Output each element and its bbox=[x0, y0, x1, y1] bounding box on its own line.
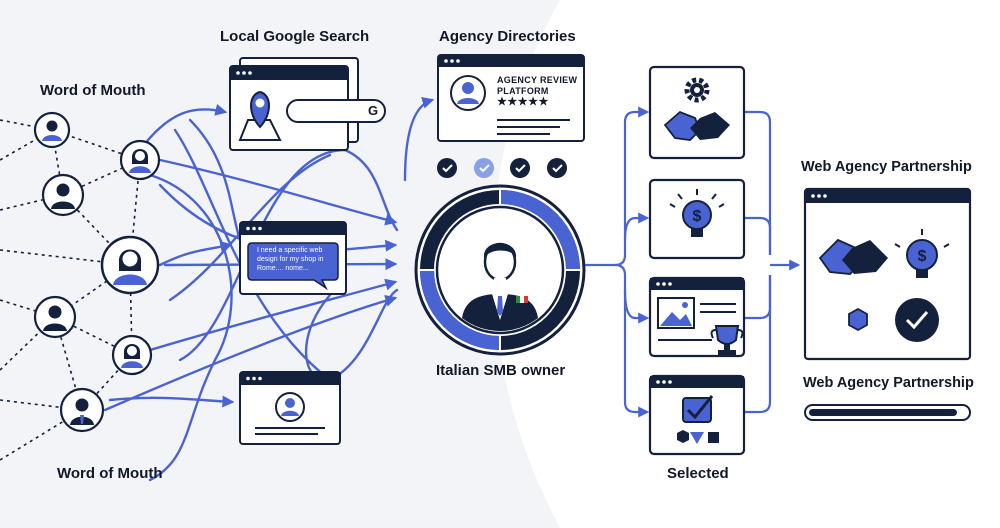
trophy-icon bbox=[710, 325, 744, 355]
check-circle-icon bbox=[895, 298, 939, 342]
hexagon-icon bbox=[848, 307, 868, 332]
businessman-avatar-icon bbox=[462, 242, 538, 332]
check-icon-3 bbox=[510, 158, 530, 178]
selected-label: Selected bbox=[667, 465, 729, 482]
italian-smb-owner-label: Italian SMB owner bbox=[436, 362, 566, 379]
card-idea: $ bbox=[648, 178, 746, 260]
local-search-window bbox=[229, 57, 359, 151]
person-node-4 bbox=[33, 295, 77, 339]
person-node-center bbox=[100, 235, 160, 295]
word-of-mouth-label-bottom: Word of Mouth bbox=[57, 465, 163, 482]
directory-card bbox=[437, 54, 585, 142]
profile-avatar-icon bbox=[275, 392, 305, 422]
card-selected bbox=[648, 374, 746, 456]
card-portfolio bbox=[648, 276, 746, 358]
web-agency-partnership-label-top: Web Agency Partnership bbox=[801, 159, 972, 175]
agency-directories-label: Agency Directories bbox=[439, 28, 576, 45]
person-node-1 bbox=[33, 111, 71, 149]
branch-lines bbox=[585, 106, 801, 418]
svg-text:$: $ bbox=[918, 248, 927, 265]
person-node-5 bbox=[111, 334, 153, 376]
word-of-mouth-label-top: Word of Mouth bbox=[40, 82, 146, 99]
progress-bar bbox=[804, 404, 971, 421]
check-icon-2 bbox=[474, 158, 494, 178]
check-badges bbox=[437, 158, 567, 178]
check-icon-1 bbox=[437, 158, 457, 178]
shapes-icon bbox=[677, 430, 719, 444]
image-placeholder-icon bbox=[657, 297, 695, 329]
chat-line-3: Rome.... nome... bbox=[257, 265, 309, 272]
person-node-6 bbox=[59, 387, 105, 433]
lightbulb-dollar-icon: $ bbox=[669, 189, 725, 237]
handshake-icon bbox=[663, 110, 730, 141]
web-agency-partnership-label-bottom: Web Agency Partnership bbox=[803, 375, 974, 391]
directory-title-line2: PLATFORM bbox=[497, 86, 549, 96]
directory-title-line1: AGENCY REVIEW bbox=[497, 75, 578, 85]
search-g-icon: G bbox=[368, 103, 379, 118]
chat-line-2: design for my shop in bbox=[257, 256, 324, 263]
smb-owner-ring bbox=[414, 184, 586, 356]
person-nodes bbox=[33, 111, 161, 433]
chat-window bbox=[239, 221, 347, 295]
chat-line-1: I need a specific web bbox=[257, 247, 323, 254]
partnership-lightbulb-icon: $ bbox=[894, 229, 950, 278]
svg-text:$: $ bbox=[693, 208, 702, 225]
directory-rating-stars: ★★★★★ bbox=[497, 96, 549, 108]
flow-curves bbox=[103, 96, 435, 482]
map-pin-icon bbox=[238, 119, 282, 141]
person-node-3 bbox=[41, 173, 85, 217]
gear-icon bbox=[684, 77, 710, 103]
card-handshake bbox=[648, 65, 746, 160]
search-box bbox=[286, 99, 386, 123]
chat-bubble bbox=[247, 242, 339, 291]
person-node-2 bbox=[119, 139, 161, 181]
partnership-handshake-icon bbox=[818, 238, 888, 275]
profile-window bbox=[239, 371, 341, 445]
check-icon-4 bbox=[547, 158, 567, 178]
checkbox-icon bbox=[682, 395, 714, 423]
local-google-search-label: Local Google Search bbox=[220, 28, 370, 45]
reviewer-avatar-icon bbox=[450, 75, 486, 111]
partnership-window: $ bbox=[803, 187, 972, 361]
